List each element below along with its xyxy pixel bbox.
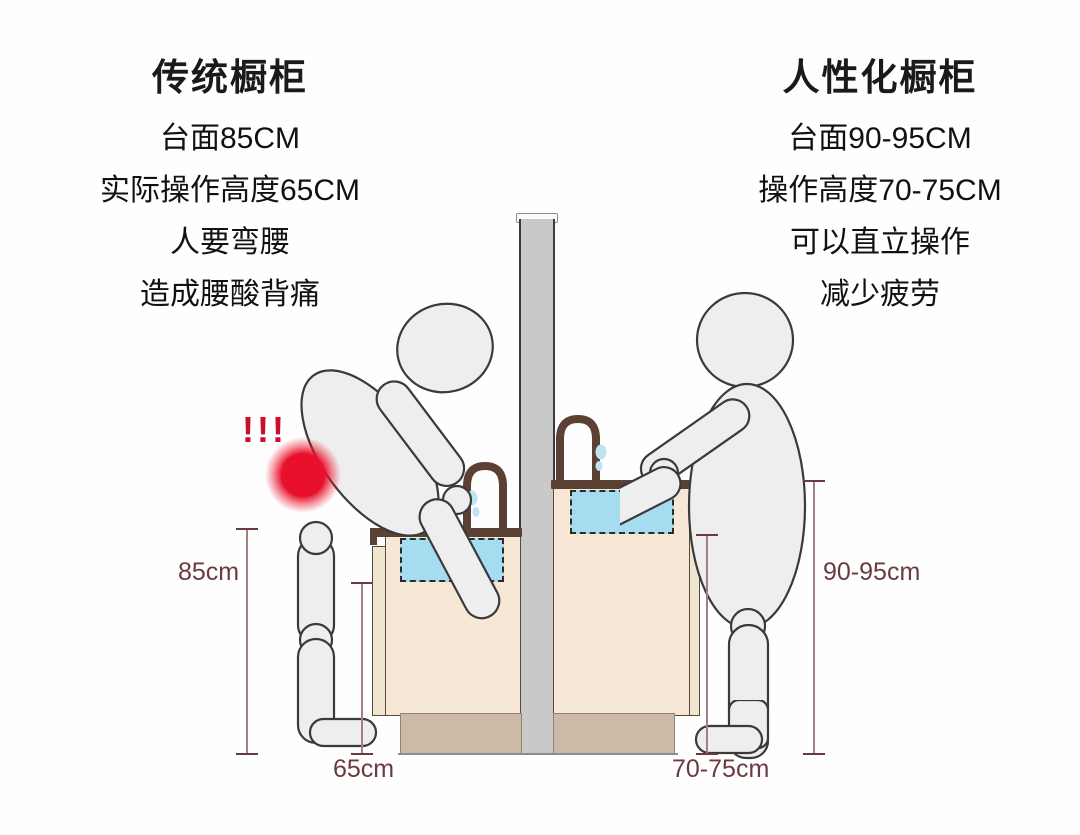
right-panel-line-2: 操作高度70-75CM <box>758 173 1002 207</box>
dimension-label-90-95cm: 90-95cm <box>823 558 921 586</box>
right-person-lower-leg-group <box>694 700 770 755</box>
left-person-head <box>396 302 494 394</box>
dimcap-85cm-top <box>236 528 258 530</box>
left-countertop-lip <box>370 528 377 545</box>
right-person-figure <box>620 291 807 760</box>
dimcap-90-95cm-bottom <box>803 753 825 755</box>
water-drop-icon <box>472 507 480 517</box>
left-panel-heading: 传统橱柜 <box>152 57 308 98</box>
dimline-85cm <box>246 528 248 754</box>
faucet-spout-icon <box>463 461 507 534</box>
dimline-65cm <box>361 582 363 754</box>
left-panel-line-1: 台面85CM <box>159 121 301 155</box>
alert-exclamation-marks: !!! <box>242 409 287 450</box>
dimcap-70-75cm-top <box>696 534 718 536</box>
left-person-figure <box>296 302 501 748</box>
right-cabinet-kick-plate <box>553 713 675 754</box>
pain-dot-icon <box>281 453 325 497</box>
left-person-hip-joint <box>298 520 334 556</box>
left-panel-line-3: 人要弯腰 <box>170 225 290 259</box>
faucet-spout-icon <box>556 414 600 487</box>
pain-point-group <box>265 437 341 513</box>
partition-wall <box>519 219 555 755</box>
left-cabinet-kick-plate <box>400 713 522 754</box>
dimension-label-70-75cm: 70-75cm <box>672 755 770 783</box>
dimension-label-65cm: 65cm <box>333 755 395 783</box>
dimcap-85cm-bottom <box>236 753 258 755</box>
left-panel-line-2: 实际操作高度65CM <box>99 173 361 207</box>
floor-line <box>398 753 678 755</box>
right-faucet-group <box>556 414 607 487</box>
right-panel-line-1: 台面90-95CM <box>788 121 972 155</box>
right-panel-heading: 人性化橱柜 <box>782 57 978 98</box>
dimcap-70-75cm-bottom <box>696 753 718 755</box>
dimcap-90-95cm-top <box>803 480 825 482</box>
water-drop-icon <box>595 461 603 471</box>
dimcap-65cm-bottom <box>351 753 373 755</box>
left-person-upper-arm <box>375 380 466 488</box>
dimline-90-95cm <box>813 480 815 754</box>
right-person-head <box>695 291 795 389</box>
left-panel-line-4: 造成腰酸背痛 <box>140 277 320 311</box>
left-person-foot <box>308 717 378 748</box>
right-person-foot <box>694 724 764 755</box>
right-panel-text: 人性化橱柜 台面90-95CM 操作高度70-75CM 可以直立操作 减少疲劳 <box>690 57 1070 311</box>
left-person-forearm <box>418 498 501 620</box>
left-panel-text: 传统橱柜 台面85CM 实际操作高度65CM 人要弯腰 造成腰酸背痛 <box>20 57 440 311</box>
right-person-forearm <box>620 466 682 538</box>
water-drop-icon <box>595 444 607 460</box>
right-panel-line-3: 可以直立操作 <box>790 225 970 259</box>
dimension-label-85cm: 85cm <box>178 558 240 586</box>
dimline-70-75cm <box>706 534 708 754</box>
dimcap-65cm-top <box>351 582 373 584</box>
right-panel-line-4: 减少疲劳 <box>820 277 940 311</box>
